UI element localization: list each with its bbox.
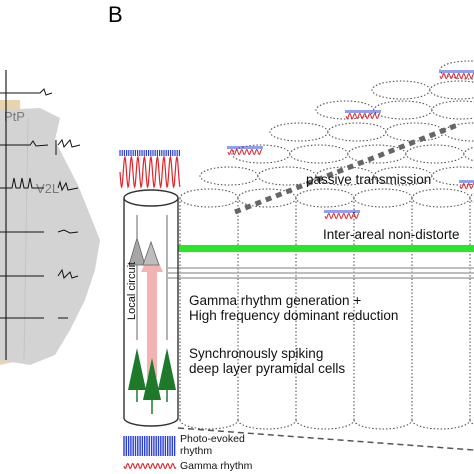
legend-photo-evoked-line2: rhythm — [180, 445, 212, 457]
brain-region-gray — [0, 108, 100, 365]
dotted-column-back — [315, 100, 375, 120]
pyramidal-cells — [128, 348, 176, 414]
legend: Photo-evoked rhythm Gamma rhythm — [123, 433, 253, 472]
small-photo-marker — [324, 210, 360, 213]
legend-gamma-icon — [123, 463, 177, 469]
small-gamma-marker — [227, 149, 262, 155]
dotted-column-back — [463, 146, 474, 162]
small-photo-marker — [345, 110, 381, 113]
gamma-generation-line2: High frequency dominant reduction — [189, 308, 398, 323]
lfp-trace — [0, 229, 79, 234]
lfp-trace — [0, 177, 79, 192]
left-panel: PtP V2L — [0, 70, 100, 365]
spiking-line2: deep layer pyramidal cells — [189, 361, 345, 376]
dotted-column-back — [405, 144, 465, 164]
small-photo-marker — [439, 70, 474, 73]
top-rhythm-markers — [227, 70, 474, 219]
region-label-v2l: V2L — [36, 181, 59, 196]
dotted-column-back — [373, 100, 433, 120]
dotted-column-back — [231, 144, 291, 164]
dotted-column-back — [385, 122, 445, 142]
dotted-column-back — [371, 80, 431, 100]
photo-evoked-pulses — [119, 150, 180, 156]
passive-transmission-label: passive transmission — [306, 172, 431, 187]
dotted-column-back — [269, 122, 329, 142]
column-array — [177, 60, 474, 451]
dotted-column-back — [199, 166, 259, 186]
local-circuit-column: Local circuit — [123, 189, 179, 427]
inter-areal-label: Inter-areal non-distorte — [323, 227, 460, 242]
dotted-column — [469, 192, 474, 426]
gamma-rhythm-icon — [119, 155, 181, 189]
pink-arrow-shaft — [147, 270, 157, 378]
lfp-traces — [0, 88, 81, 319]
small-gamma-marker — [459, 183, 474, 189]
legend-photo-pulses — [123, 436, 176, 456]
dotted-column-back — [429, 80, 474, 100]
dotted-column-back — [443, 122, 474, 142]
small-gamma-marker — [324, 213, 359, 219]
gray-local-arrows — [128, 215, 168, 340]
legend-gamma-wave — [123, 463, 177, 469]
region-divider — [23, 117, 29, 361]
local-circuit-label: Local circuit — [126, 262, 138, 320]
panel-letter: B — [108, 2, 123, 27]
gray-connection-lines — [168, 267, 474, 279]
dotted-column-back — [327, 122, 387, 142]
legend-gamma-label: Gamma rhythm — [180, 460, 253, 472]
dotted-column — [411, 188, 471, 430]
legend-photo-evoked-icon — [123, 436, 176, 456]
small-photo-marker — [459, 180, 474, 183]
gamma-generation-line1: Gamma rhythm generation + — [189, 293, 361, 308]
lfp-trace — [0, 268, 79, 279]
spiking-line1: Synchronously spiking — [189, 346, 323, 361]
dotted-column-back — [347, 144, 407, 164]
small-photo-marker — [227, 146, 263, 149]
lfp-trace — [0, 88, 53, 96]
small-gamma-marker — [439, 73, 474, 79]
small-gamma-marker — [345, 113, 380, 119]
gamma-wave — [119, 155, 181, 189]
lfp-trace — [0, 138, 81, 149]
dotted-column-back — [289, 144, 349, 164]
legend-photo-evoked-line1: Photo-evoked — [180, 433, 245, 445]
photo-evoked-rhythm-icon — [119, 150, 180, 156]
region-label-ptp: PtP — [4, 109, 25, 124]
inter-areal-bar — [178, 245, 474, 252]
dotted-column-back — [431, 100, 474, 120]
passive-transmission-arrow — [234, 121, 461, 215]
